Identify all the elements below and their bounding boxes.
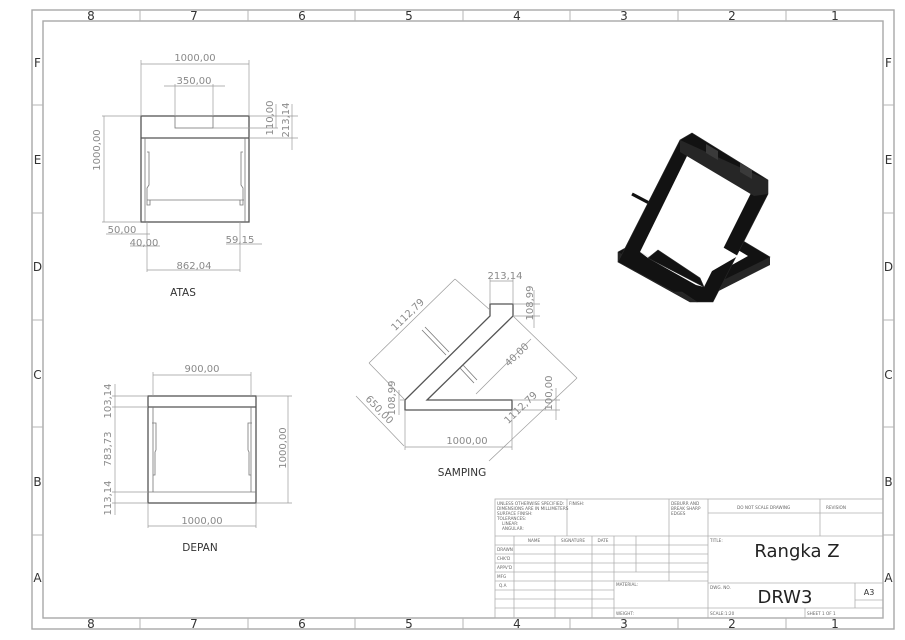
side-view-outline	[404, 303, 514, 411]
deburr-note: BREAK SHARP	[671, 506, 701, 511]
dim-middle-height: 783,73	[103, 432, 114, 467]
col-label: 1	[831, 617, 839, 631]
scale-value: SCALE:1:20	[710, 611, 735, 616]
dim-overall-height: 1000,00	[278, 427, 289, 468]
row-label: C	[33, 368, 41, 382]
deburr-note: EDGES	[671, 511, 686, 516]
material-label: MATERIAL:	[616, 582, 638, 587]
row-label-chkd: CHK'D	[497, 556, 510, 561]
note-unless-specified: UNLESS OTHERWISE SPECIFIED:	[497, 501, 564, 506]
title-block: UNLESS OTHERWISE SPECIFIED: DIMENSIONS A…	[494, 498, 884, 619]
title-label: TITLE:	[709, 538, 723, 543]
finish-label: FINISH:	[569, 501, 584, 506]
zone-ticks	[32, 10, 894, 629]
sheet-size: A3	[864, 588, 875, 597]
dim-front-width: 1000,00	[181, 516, 222, 527]
dim-side-top-height: 108,99	[525, 286, 536, 321]
col-label: 8	[87, 9, 95, 23]
row-label-qa: Q.A	[499, 583, 507, 588]
col-label: 3	[620, 9, 628, 23]
dwg-no-label: DWG. NO.	[710, 585, 731, 590]
note-linear: LINEAR:	[502, 521, 518, 526]
row-label: D	[33, 260, 42, 274]
dim-overall-width: 1000,00	[174, 53, 215, 64]
col-label: 5	[405, 617, 413, 631]
row-labels-right: F E D C B A	[884, 56, 894, 585]
dim-top-bar: 103,14	[103, 384, 114, 419]
dim-notch-depth: 110,00	[265, 101, 276, 136]
dim-top-depth: 213,14	[281, 103, 292, 138]
row-label: F	[34, 56, 41, 70]
inner-border	[42, 20, 884, 619]
row-label: E	[34, 153, 42, 167]
col-label: 7	[190, 617, 198, 631]
drawing-number: DRW3	[758, 587, 813, 608]
dim-overall-depth: 1000,00	[92, 129, 103, 170]
dim-inner-width: 862,04	[177, 261, 212, 272]
front-view-outline	[147, 395, 257, 504]
note-angular: ANGULAR:	[502, 526, 524, 531]
dim-rod-offset: 40,00	[503, 341, 531, 369]
dim-side-left-height: 108,99	[387, 381, 398, 416]
row-label: D	[884, 260, 893, 274]
dim-bottom-bar: 113,14	[103, 481, 114, 516]
row-label-mfg: MFG	[497, 574, 506, 579]
dim-side-top-width: 213,14	[488, 271, 523, 282]
col-label: 4	[513, 9, 521, 23]
deburr-note: DEBURR AND	[671, 501, 699, 506]
view-label-atas: ATAS	[170, 287, 196, 299]
sheet-number: SHEET 1 OF 1	[807, 611, 836, 616]
col-label: 3	[620, 617, 628, 631]
column-labels-bottom: 8 7 6 5 4 3 2 1	[87, 617, 839, 631]
view-label-samping: SAMPING	[438, 467, 487, 479]
row-label: B	[884, 475, 892, 489]
row-label: F	[885, 56, 892, 70]
col-label: 6	[298, 9, 306, 23]
weight-label: WEIGHT:	[616, 611, 634, 616]
row-label-appvd: APPV'D	[497, 565, 512, 570]
note-tolerances: TOLERANCES:	[496, 516, 526, 521]
view-label-depan: DEPAN	[182, 542, 217, 554]
dim-diagonal-lower: 1112,79	[503, 390, 540, 427]
dim-diagonal-upper: 1112,79	[390, 297, 427, 334]
col-label: 2	[728, 617, 736, 631]
note-surface-finish: SURFACE FINISH:	[497, 511, 533, 516]
dim-offset-left: 50,00	[108, 225, 137, 236]
col-label: 2	[728, 9, 736, 23]
col-label: 8	[87, 617, 95, 631]
note-dimensions: DIMENSIONS ARE IN MILLIMETERS	[497, 506, 569, 511]
col-header-signature: SIGNATURE	[561, 538, 585, 543]
col-label: 5	[405, 9, 413, 23]
dim-side-base-width: 1000,00	[446, 436, 487, 447]
col-label: 6	[298, 617, 306, 631]
dim-offset-inner: 40,00	[130, 238, 159, 249]
isometric-view	[617, 132, 771, 303]
column-labels-top: 8 7 6 5 4 3 2 1	[87, 9, 839, 23]
col-label: 1	[831, 9, 839, 23]
front-view: 900,00 103,14 783,73 113,14 1000,00 1000…	[103, 364, 292, 554]
dim-notch-width: 350,00	[177, 76, 212, 87]
top-view: 1000,00 350,00 110,00 213,14 1000,00 50,…	[92, 53, 298, 299]
col-label: 4	[513, 617, 521, 631]
row-label: E	[885, 153, 893, 167]
dim-top-width: 900,00	[185, 364, 220, 375]
dim-base-height: 100,00	[544, 376, 555, 411]
row-label: A	[33, 571, 42, 585]
do-not-scale-note: DO NOT SCALE DRAWING	[737, 505, 790, 510]
drawing-title: Rangka Z	[754, 541, 839, 562]
col-header-name: NAME	[528, 538, 541, 543]
row-label: B	[33, 475, 41, 489]
top-view-outline	[140, 115, 250, 223]
row-label-drawn: DRAWN	[497, 547, 513, 552]
side-view: 213,14 108,99 1112,79 40,00 108,99 650,0…	[355, 271, 578, 479]
row-labels-left: F E D C B A	[33, 56, 43, 585]
col-label: 7	[190, 9, 198, 23]
top-view-notch	[174, 115, 214, 129]
revision-label: REVISION	[826, 505, 846, 510]
col-header-date: DATE	[598, 538, 609, 543]
row-label: A	[884, 571, 893, 585]
row-label: C	[884, 368, 892, 382]
